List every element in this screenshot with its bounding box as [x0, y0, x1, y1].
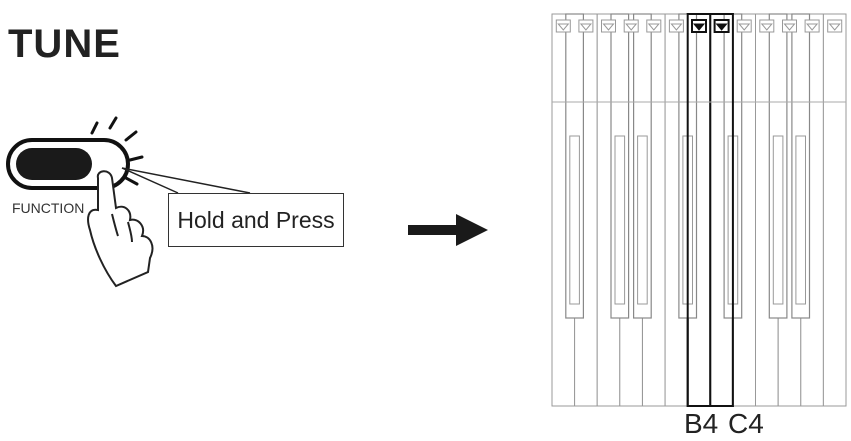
key-lamp-icon	[601, 19, 616, 33]
white-key	[822, 13, 847, 407]
function-button-icon	[6, 138, 130, 190]
key-lamp-icon	[668, 19, 684, 33]
hold-and-press-callout: Hold and Press	[168, 193, 344, 247]
key-lamp-icon	[827, 19, 843, 33]
press-burst-icon	[90, 116, 144, 186]
black-key	[791, 13, 811, 319]
black-key	[610, 13, 630, 319]
key-label-c4: C4	[728, 408, 764, 439]
key-lamp-icon	[804, 19, 820, 33]
black-key	[632, 13, 652, 319]
highlighted-keys-outline	[686, 13, 734, 407]
black-key	[565, 13, 584, 319]
black-key	[768, 13, 788, 319]
key-label-b4: B4	[684, 408, 719, 439]
key-lamp-icon	[623, 19, 639, 33]
key-lamp-icon	[578, 19, 594, 33]
callout-pointer	[121, 167, 251, 194]
right-arrow-icon	[408, 214, 488, 246]
key-lamp-icon	[555, 19, 571, 33]
page-title: TUNE	[8, 22, 121, 66]
function-button-label: FUNCTION	[12, 200, 85, 216]
key-lamp-icon	[782, 19, 797, 33]
key-lamp-icon-lit	[713, 19, 730, 33]
key-lamp-icon	[646, 19, 662, 33]
key-lamp-icon	[736, 19, 752, 33]
keyboard	[551, 13, 847, 407]
key-lamp-icon-lit	[691, 19, 707, 33]
hand-icon	[87, 170, 154, 288]
key-lamp-icon	[759, 19, 775, 33]
